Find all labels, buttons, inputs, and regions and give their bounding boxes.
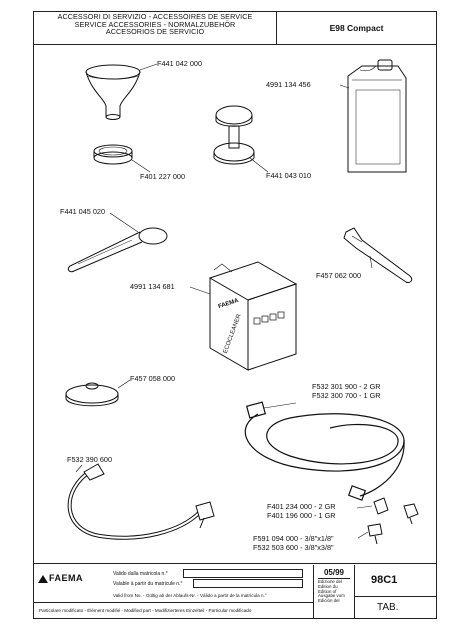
label-hose-b: F532 300 700 - 1 GR bbox=[312, 391, 381, 400]
canister-drawing bbox=[339, 59, 407, 173]
label-hose-a: F532 301 900 - 2 GR bbox=[312, 382, 381, 391]
sheet-header: ACCESSORI DI SERVIZIO - ACCESSOIRES DE S… bbox=[34, 12, 436, 45]
label-canister: 4991 134 456 bbox=[266, 80, 311, 89]
measuring-spoon-drawing bbox=[67, 212, 168, 273]
wrench-drawing bbox=[343, 227, 413, 283]
blind-filter-drawing bbox=[65, 379, 131, 407]
label-adapter-b: F532 503 600 - 3/8"x3/8" bbox=[253, 543, 334, 552]
label-fitting-b: F401 196 000 - 1 GR bbox=[267, 511, 336, 520]
label-tamper: F441 043 010 bbox=[266, 171, 312, 180]
header-title-line-2: SERVICE ACCESSORIES - NORMALZUBEHÖR bbox=[74, 19, 236, 29]
ring-drawing bbox=[93, 144, 151, 173]
spiral-hose-drawing bbox=[67, 463, 215, 540]
hose-drawing bbox=[244, 401, 405, 501]
funnel-drawing bbox=[85, 63, 158, 120]
label-cleaner: 4991 134 681 bbox=[130, 282, 175, 291]
label-wrench: F457 062 000 bbox=[316, 271, 362, 280]
label-adapter-a: F591 094 000 - 3/8"x1/8" bbox=[253, 534, 334, 543]
label-spoon: F441 045 020 bbox=[60, 207, 106, 216]
fittings-drawing bbox=[356, 497, 419, 545]
header-title-block: ACCESSORI DI SERVIZIO - ACCESSOIRES DE S… bbox=[34, 12, 277, 45]
header-title-line-3: ACCESORIOS DE SERVICIO bbox=[105, 27, 205, 37]
label-fitting-a: F401 234 000 - 2 GR bbox=[267, 502, 336, 511]
label-spiral-hose: F532 390 600 bbox=[67, 455, 113, 464]
tamper-drawing bbox=[213, 105, 269, 173]
label-ring: F401 227 000 bbox=[140, 172, 186, 181]
drawing-sheet: ACCESSORI DI SERVIZIO - ACCESSOIRES DE S… bbox=[33, 11, 437, 619]
header-title-line-1: ACCESSORI DI SERVIZIO - ACCESSOIRES DE S… bbox=[57, 12, 253, 21]
ecocleaner-box-drawing bbox=[189, 261, 298, 371]
model-name: E98 Compact bbox=[329, 23, 384, 33]
label-blind-filter: F457 058 000 bbox=[130, 374, 176, 383]
label-funnel: F441 042 000 bbox=[157, 59, 203, 68]
